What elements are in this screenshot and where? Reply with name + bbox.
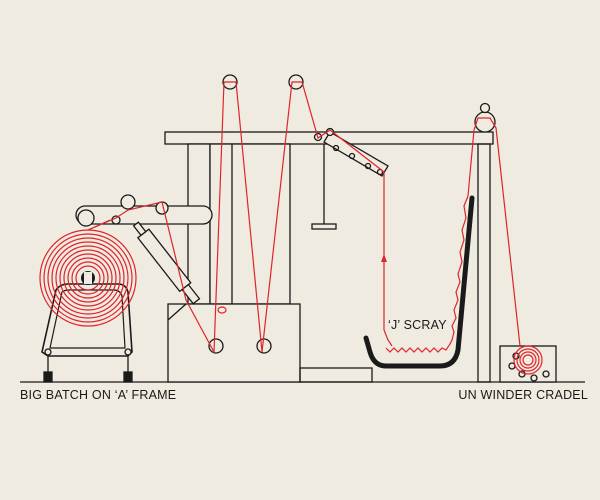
label-unwinder-cradel: UN WINDER CRADEL	[458, 388, 588, 402]
batch-hub	[81, 271, 95, 285]
bottom-roller-2	[256, 338, 272, 354]
dancer-weight	[311, 223, 337, 230]
label-j-scray: ‘J’ SCRAY	[388, 318, 447, 332]
machine-base	[167, 303, 301, 383]
tension-arm	[323, 131, 389, 177]
small-roll	[513, 345, 543, 375]
label-big-batch: BIG BATCH ON ‘A’ FRAME	[20, 388, 177, 402]
base-platform	[299, 367, 373, 383]
big-batch-roll	[39, 229, 137, 327]
j-scray	[363, 195, 475, 369]
frame-column-right	[477, 143, 491, 383]
feed-arm	[75, 205, 213, 225]
pneumatic-cylinder	[132, 221, 201, 305]
fabric-path	[39, 81, 543, 375]
a-frame	[41, 283, 133, 383]
